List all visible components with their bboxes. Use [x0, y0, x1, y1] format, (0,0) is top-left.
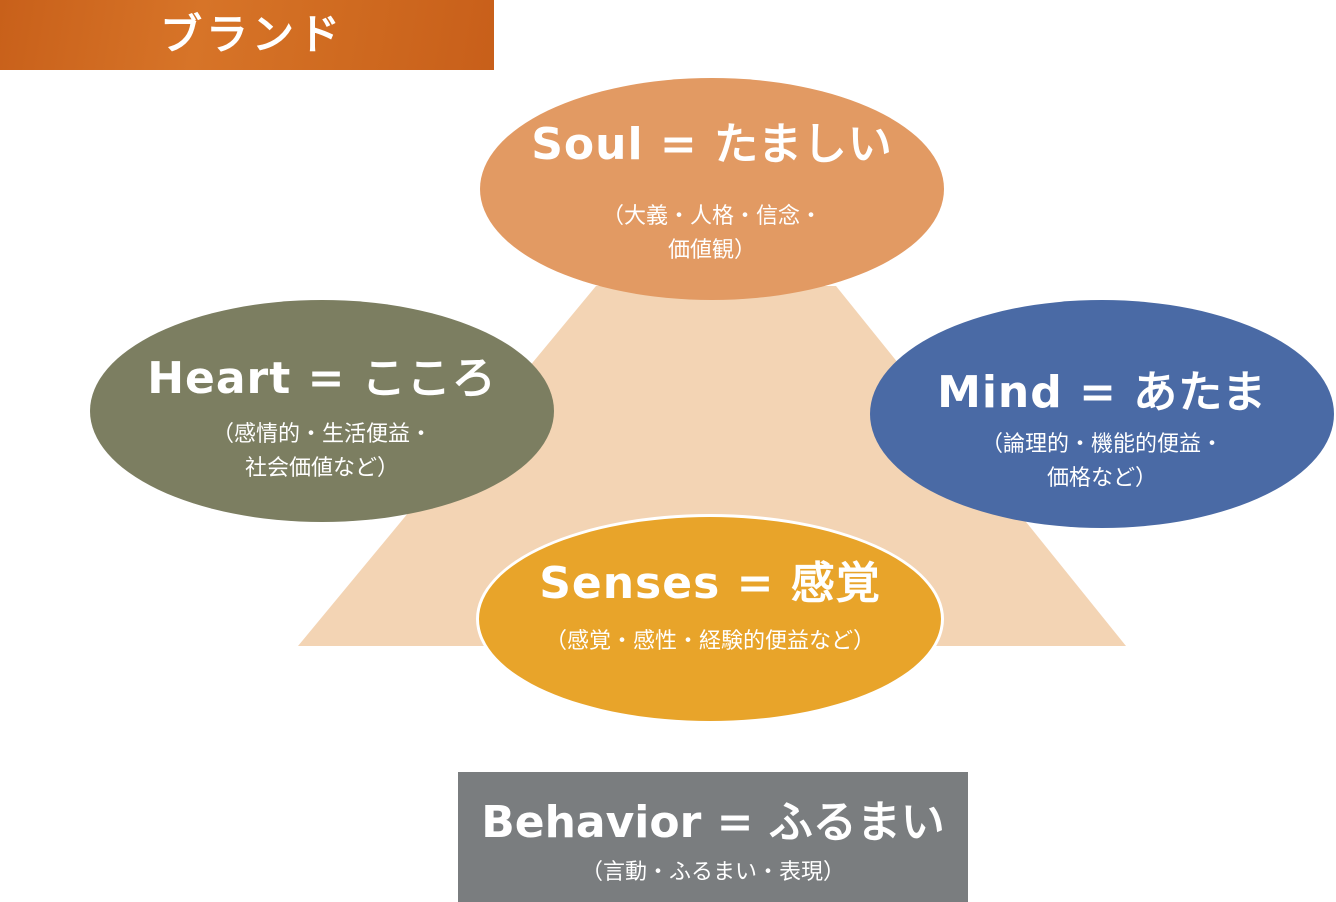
heart-title: Heart = こころ	[147, 353, 497, 404]
mind-node: Mind = あたま （論理的・機能的便益・ 価格など）	[870, 300, 1334, 528]
heart-description: （感情的・生活便益・ 社会価値など）	[90, 418, 554, 486]
behavior-box: Behavior = ふるまい （言動・ふるまい・表現）	[458, 772, 968, 902]
soul-description: （大義・人格・信念・ 価値観）	[480, 200, 944, 268]
heart-description-line-1: （感情的・生活便益・	[211, 422, 432, 447]
soul-description-line-2: 価値観）	[667, 238, 756, 263]
brand-banner: ブランド	[0, 0, 494, 70]
behavior-description: （言動・ふるまい・表現）	[580, 860, 845, 885]
senses-description-line-1: （感覚・感性・経験的便益など）	[544, 629, 875, 654]
soul-node: Soul = たましい （大義・人格・信念・ 価値観）	[480, 78, 944, 300]
soul-description-line-1: （大義・人格・信念・	[601, 204, 822, 229]
heart-node: Heart = こころ （感情的・生活便益・ 社会価値など）	[90, 300, 554, 522]
mind-title: Mind = あたま	[937, 367, 1267, 418]
brand-title: ブランド	[160, 10, 345, 59]
heart-description-line-2: 社会価値など）	[244, 456, 399, 481]
soul-title: Soul = たましい	[531, 119, 893, 170]
mind-description-line-2: 価格など）	[1046, 466, 1157, 491]
pyramid-trapezoid	[298, 286, 1126, 646]
mind-description: （論理的・機能的便益・ 価格など）	[870, 428, 1334, 496]
senses-title: Senses = 感覚	[539, 558, 881, 609]
mind-description-line-1: （論理的・機能的便益・	[980, 432, 1223, 457]
senses-node: Senses = 感覚 （感覚・感性・経験的便益など）	[476, 514, 944, 724]
senses-description: （感覚・感性・経験的便益など）	[479, 625, 941, 659]
behavior-title: Behavior = ふるまい	[481, 797, 945, 848]
